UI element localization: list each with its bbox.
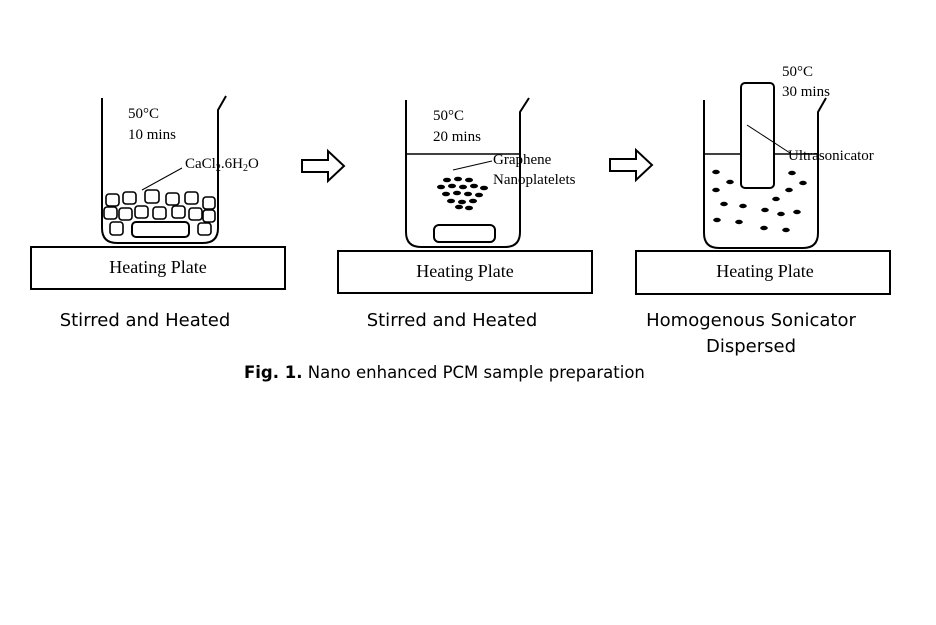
panel-2-plate-label: Heating Plate bbox=[416, 261, 513, 281]
panel-3-caption-line2: Dispersed bbox=[706, 336, 796, 357]
arrow-right-icon bbox=[609, 147, 654, 183]
beaker-3 bbox=[703, 97, 827, 249]
beaker-2 bbox=[405, 97, 530, 248]
figure-label: Fig. 1. bbox=[244, 363, 303, 382]
panel-3-duration: 30 mins bbox=[782, 84, 830, 100]
label-leader-1 bbox=[141, 167, 183, 191]
panel-1-temperature: 50°C bbox=[128, 106, 159, 122]
ultrasonicator-probe bbox=[740, 82, 775, 189]
arrow-right-icon bbox=[301, 148, 346, 184]
panel-1 bbox=[30, 95, 286, 290]
panel-3-temperature: 50°C bbox=[782, 64, 813, 80]
panel-2-label-line2: Nanoplatelets bbox=[493, 172, 576, 188]
graphene-nanoplatelets bbox=[437, 176, 488, 211]
heating-plate-3 bbox=[635, 250, 891, 295]
heating-plate-2 bbox=[337, 250, 593, 294]
stir-bar-1 bbox=[131, 221, 190, 238]
panel-2-caption: Stirred and Heated bbox=[367, 310, 538, 331]
stir-bar-2 bbox=[433, 224, 496, 243]
panel-2-duration: 20 mins bbox=[433, 129, 481, 145]
panel-1-caption: Stirred and Heated bbox=[60, 310, 231, 331]
figure-caption: Fig. 1. Nano enhanced PCM sample prepara… bbox=[244, 363, 645, 382]
label-leader-2 bbox=[452, 160, 493, 171]
panel-2 bbox=[337, 97, 593, 294]
panel-3-plate-label: Heating Plate bbox=[716, 261, 813, 281]
panel-3-label: Ultrasonicator bbox=[788, 148, 874, 164]
panel-2-label-line1: Graphene bbox=[493, 152, 552, 168]
panel-1-chemical-label: CaCl2.6H2O bbox=[185, 156, 259, 174]
beaker-1 bbox=[101, 95, 227, 244]
figure-title: Nano enhanced PCM sample preparation bbox=[303, 363, 645, 382]
heating-plate-1 bbox=[30, 246, 286, 290]
crystal-cubes bbox=[103, 189, 216, 236]
dispersed-particles bbox=[712, 169, 807, 233]
panel-3-caption-line1: Homogenous Sonicator bbox=[646, 310, 856, 331]
panel-3 bbox=[635, 82, 891, 295]
panel-1-plate-label: Heating Plate bbox=[109, 257, 206, 277]
panel-2-temperature: 50°C bbox=[433, 108, 464, 124]
panel-1-duration: 10 mins bbox=[128, 127, 176, 143]
label-leader-3 bbox=[746, 124, 791, 154]
